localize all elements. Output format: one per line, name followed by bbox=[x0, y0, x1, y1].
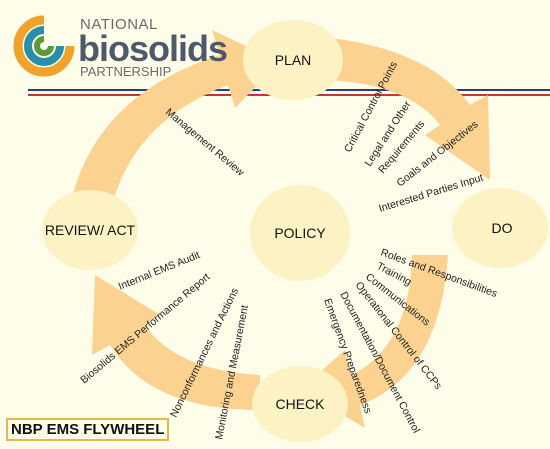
node-plan bbox=[243, 20, 343, 100]
arrow-plan-to-do bbox=[330, 38, 490, 180]
label-check: CHECK bbox=[275, 396, 325, 412]
logo-text-partnership: PARTNERSHIP bbox=[80, 64, 172, 79]
node-policy bbox=[250, 185, 350, 281]
label-policy: POLICY bbox=[274, 225, 326, 241]
logo-text-biosolids: biosolids bbox=[78, 28, 228, 69]
logo-swirl-icon bbox=[13, 15, 75, 77]
diagram-caption: NBP EMS FLYWHEEL bbox=[6, 418, 170, 441]
logo-text-national: NATIONAL bbox=[80, 16, 158, 33]
label-plan: PLAN bbox=[275, 52, 312, 68]
arrow-check-to-review bbox=[92, 275, 260, 410]
label-review: REVIEW/ ACT bbox=[45, 222, 136, 238]
nbp-logo: NATIONAL biosolids PARTNERSHIP bbox=[12, 6, 228, 79]
node-check bbox=[252, 366, 348, 442]
arrow-review-to-plan bbox=[70, 30, 280, 205]
node-review bbox=[42, 190, 138, 270]
label-do: DO bbox=[492, 220, 513, 236]
node-do bbox=[452, 188, 548, 268]
item-management-review: Management Review bbox=[163, 106, 247, 179]
